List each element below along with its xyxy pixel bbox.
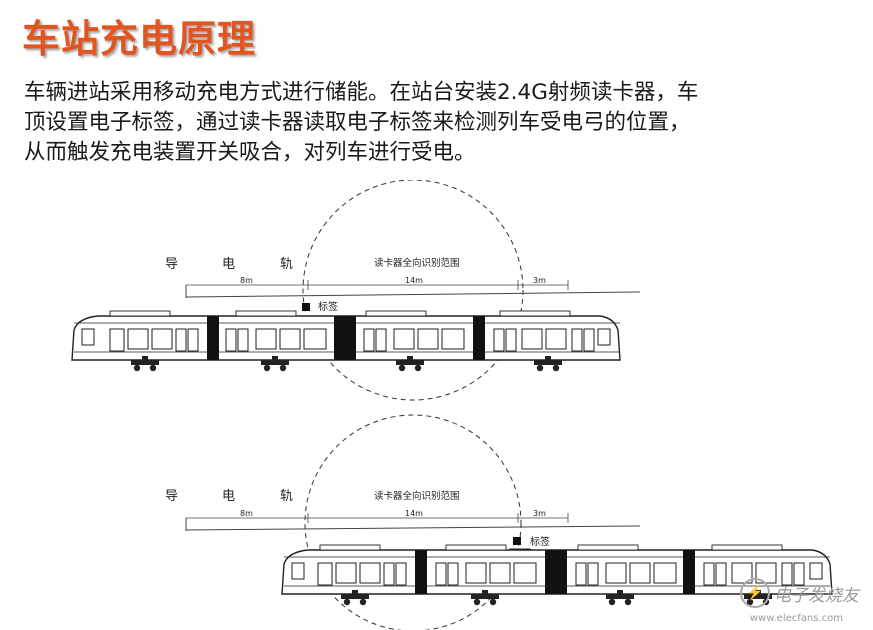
- watermark-url: www.elecfans.com: [749, 613, 843, 624]
- dim-mid-label: 14m: [405, 276, 423, 285]
- top-scene: 导 电 轨 读卡器全向识别范围 8m 14m 3m 标签: [71, 180, 641, 401]
- dim-left-label: 8m: [240, 276, 253, 285]
- dim-left-label-bottom: 8m: [240, 509, 253, 518]
- dim-mid-label-bottom: 14m: [405, 509, 423, 518]
- paragraph-line-3: 从而触发充电装置开关吸合，对列车进行受电。: [24, 140, 476, 165]
- rail-label-2: 电: [222, 257, 235, 272]
- tram-bottom: [281, 544, 833, 606]
- charging-diagram: 导 电 轨 读卡器全向识别范围 8m 14m 3m 标签: [71, 180, 833, 630]
- rail-label-2-bottom: 电: [222, 489, 235, 504]
- tag-label-bottom: 标签: [530, 535, 550, 548]
- rail-label-1: 导: [165, 257, 178, 272]
- reader-range-circle: [302, 180, 524, 401]
- reader-range-circle-bottom: [304, 414, 522, 630]
- rail-label-3-bottom: 轨: [280, 489, 293, 504]
- paragraph-line-1: 车辆进站采用移动充电方式进行储能。在站台安装2.4G射频读卡器，车: [24, 80, 699, 105]
- paragraph-line-2: 顶设置电子标签，通过读卡器读取电子标签来检测列车受电弓的位置，: [24, 110, 691, 135]
- watermark: ⚡ 电子发烧友: [740, 578, 859, 608]
- dim-right-label-bottom: 3m: [533, 509, 546, 518]
- rail-label-1-bottom: 导: [165, 489, 178, 504]
- watermark-text: 电子发烧友: [774, 585, 859, 606]
- slide-title: 车站充电原理: [22, 17, 257, 61]
- rail-label-3: 轨: [280, 257, 293, 272]
- body-paragraph: 车辆进站采用移动充电方式进行储能。在站台安装2.4G射频读卡器，车 顶设置电子标…: [24, 78, 854, 168]
- watermark-logo-icon: ⚡: [740, 578, 770, 608]
- dim-right-label: 3m: [533, 276, 546, 285]
- tram-top: [71, 310, 621, 372]
- range-label: 读卡器全向识别范围: [374, 257, 460, 269]
- range-label-bottom: 读卡器全向识别范围: [374, 490, 460, 502]
- tag-marker-bottom: [513, 537, 521, 545]
- tag-marker: [302, 303, 310, 311]
- bottom-scene: 导 电 轨 读卡器全向识别范围 8m 14m 3m 标签: [165, 414, 833, 630]
- tag-label: 标签: [318, 300, 338, 313]
